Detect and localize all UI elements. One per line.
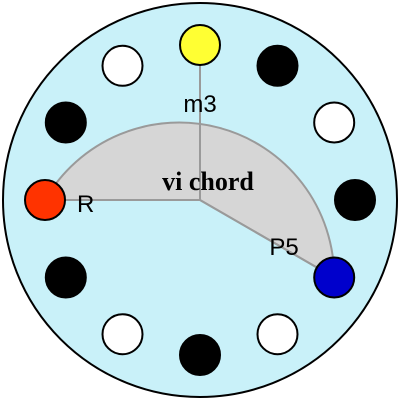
note-dot-step-8 [44,256,87,299]
chord-sector [43,121,336,280]
note-dot-step-7 [101,313,144,356]
note-label-m3: m3 [183,91,216,118]
fifth-radius-line [199,199,335,279]
note-dot-step-1 [256,44,299,87]
note-dot-step-4 [313,256,356,299]
note-dot-step-5 [256,313,299,356]
note-dot-step-11 [101,44,144,87]
note-label-p5: P5 [269,234,298,261]
note-dot-step-3 [334,179,376,221]
note-dot-step-0 [179,24,221,66]
note-label-r: R [77,191,94,218]
note-dot-step-6 [179,334,221,376]
note-dot-step-9 [24,179,66,221]
note-dots [24,24,376,376]
chord-title: vi chord [162,167,254,196]
note-dot-step-2 [313,101,356,144]
note-dot-step-10 [44,101,87,144]
chord-radius-lines [45,45,335,279]
